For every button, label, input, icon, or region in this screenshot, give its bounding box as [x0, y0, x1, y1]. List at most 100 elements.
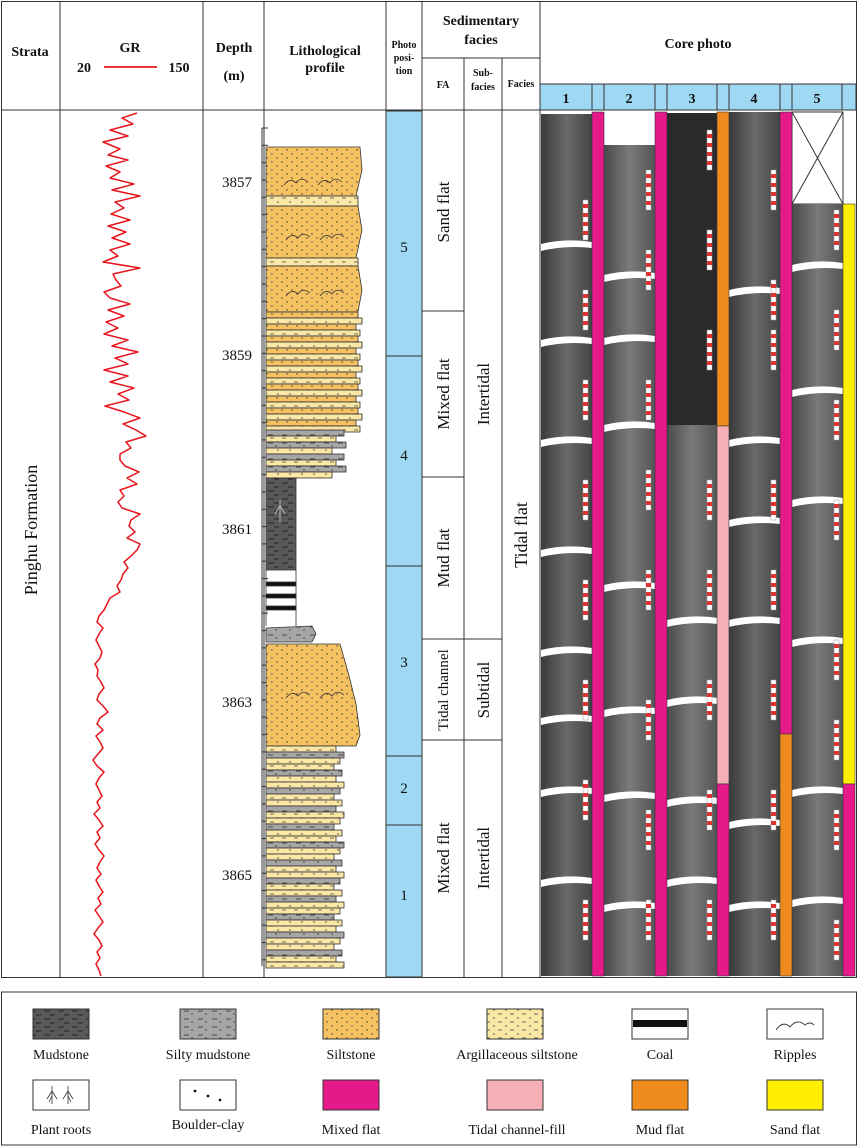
core-scale-mark [834, 671, 839, 675]
depth-header: Depth [216, 41, 253, 56]
litho-arg-siltstone-1 [265, 195, 359, 207]
core-scale-mark [707, 234, 712, 238]
litho-interbed-layer [265, 413, 363, 421]
litho-interbed-layer [265, 931, 345, 939]
core-scale-mark [646, 601, 651, 605]
core-gap [667, 796, 718, 807]
legend-label-argillaceous-siltstone: Argillaceous siltstone [456, 1048, 577, 1063]
core-scale-mark [646, 823, 651, 827]
litho-interbed-layer [265, 781, 345, 789]
litho-interbed-layer [265, 805, 337, 813]
strip-3-mixed-flat [716, 783, 730, 977]
litho-interbed-layer [265, 811, 345, 819]
core-scale-mark [646, 272, 651, 276]
core-scale-mark [646, 384, 651, 388]
core-scale-mark [583, 584, 588, 588]
legend-swatch-siltstone [322, 1008, 380, 1040]
litho-interbed-layer [265, 847, 341, 855]
core-photos [541, 111, 844, 976]
legend-swatch-mudstone [32, 1008, 90, 1040]
litho-interbed-layer [265, 365, 363, 373]
depth-label-3857: 3857 [222, 175, 253, 191]
core-scale-bar [706, 129, 713, 171]
core-scale-mark [707, 352, 712, 356]
core-scale-mark [707, 502, 712, 506]
core-scale-mark [771, 803, 776, 807]
core-gap [729, 616, 780, 627]
core-gap [604, 334, 655, 345]
core-gap [541, 436, 592, 447]
litho-interbed-layer [265, 889, 343, 897]
litho-interbed-layer [265, 775, 337, 783]
litho-interbed-layer [265, 395, 357, 403]
fa-header: FA [437, 80, 450, 91]
core-scale-mark [834, 341, 839, 345]
litho-interbed-layer [265, 955, 337, 963]
core-scale-mark [834, 241, 839, 245]
core-col-1-label: 1 [563, 92, 570, 107]
core-scale-mark [646, 722, 651, 726]
core-scale-mark [707, 794, 712, 798]
core-scale-mark [646, 832, 651, 836]
core-scale-mark [771, 702, 776, 706]
core-scale-mark [707, 583, 712, 587]
core-scale-mark [834, 504, 839, 508]
core-scale-bar [833, 309, 840, 351]
strip-4-mixed-flat [779, 111, 793, 735]
core-scale-mark [583, 802, 588, 806]
core-scale-mark [646, 474, 651, 478]
core-scale-mark [771, 812, 776, 816]
boulder-clay-icon [193, 1089, 222, 1102]
legend-label-sand-flat: Sand flat [770, 1123, 820, 1138]
core-scale-mark [646, 402, 651, 406]
core-scale-mark [583, 231, 588, 235]
core-scale-mark [834, 742, 839, 746]
core-gap [792, 636, 843, 647]
core-scale-mark [771, 592, 776, 596]
core-scale-mark [646, 393, 651, 397]
core-col-5-label: 5 [814, 92, 821, 107]
core-scale-mark [834, 751, 839, 755]
litho-interbed-layer [265, 799, 343, 807]
litho-interbed-layer [265, 359, 359, 367]
photo-position-2: 2 [400, 781, 408, 797]
core-scale-mark [583, 321, 588, 325]
litho-interbed-layer [265, 853, 335, 861]
litho-interbed-layer [265, 341, 363, 349]
core-scale-mark [834, 323, 839, 327]
core-scale-mark [646, 913, 651, 917]
litho-interbed-layer [265, 453, 345, 461]
litho-interbed-layer [265, 389, 363, 397]
subfacies-intertidal-lower: Intertidal [474, 827, 493, 890]
litho-interbed-layer [265, 435, 337, 443]
core-scale-mark [583, 593, 588, 597]
plant-root-symbol [274, 500, 286, 522]
plant-roots-icon [46, 1086, 74, 1104]
photo-header-3: tion [396, 66, 413, 77]
core-scale-mark [707, 913, 712, 917]
core-scale-mark [707, 493, 712, 497]
core-scale-bar [582, 379, 589, 421]
core-scale-mark [583, 393, 588, 397]
core-scale-mark [646, 501, 651, 505]
core-gap [729, 436, 780, 447]
legend-swatch-plant-roots [32, 1079, 90, 1111]
core-scale-mark [771, 583, 776, 587]
core-scale-bar [706, 479, 713, 521]
core-scale-mark [771, 794, 776, 798]
litho-interbed-layer [265, 835, 337, 843]
litho-interbed-layer [265, 311, 359, 319]
core-scale-mark [646, 483, 651, 487]
litho-interbed-layer [265, 859, 343, 867]
core-scale-mark [646, 931, 651, 935]
litho-interbed-layer [265, 877, 341, 885]
core-scale-bar [770, 679, 777, 721]
litho-arg-siltstone-2 [265, 257, 359, 267]
legend-label-siltstone: Siltstone [326, 1048, 375, 1063]
core-scale-bar [706, 899, 713, 941]
litho-interbed-layer [265, 925, 337, 933]
legend-swatch-mud-flat [631, 1079, 689, 1111]
litho-interbed-layer [265, 471, 333, 479]
litho-siltstone-top [265, 146, 363, 197]
